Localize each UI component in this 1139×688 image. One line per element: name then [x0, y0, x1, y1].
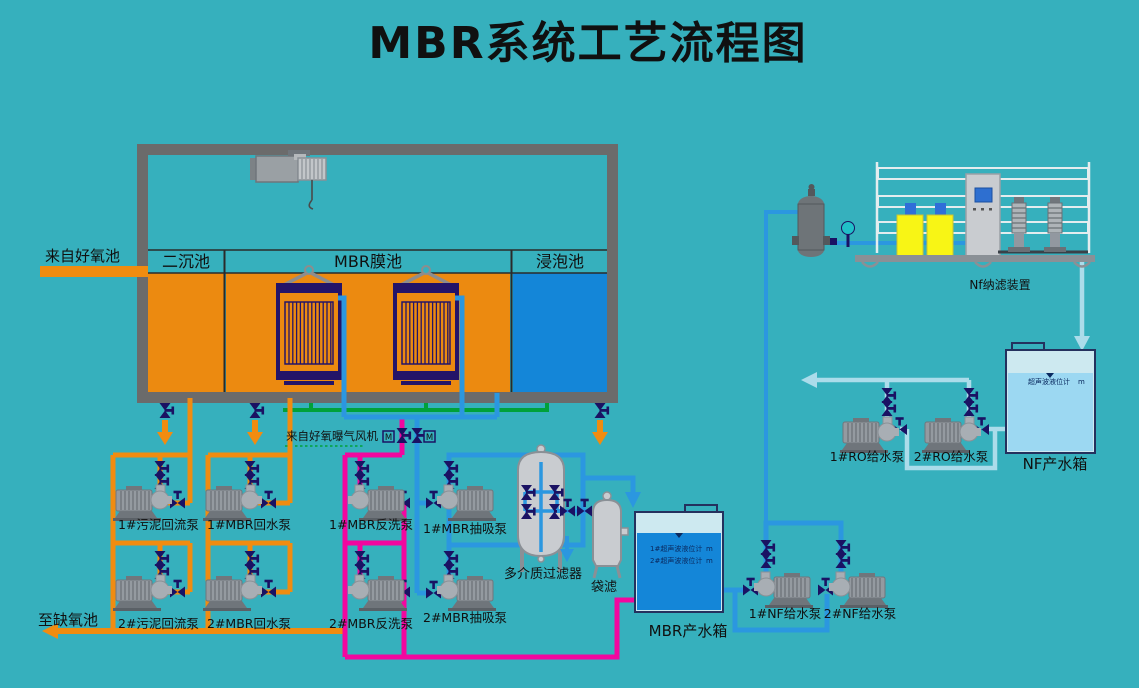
label-to-anoxic: 至缺氧池 [38, 611, 98, 629]
pump-mbr-suction-2[interactable]: 2#MBR抽吸泵 [423, 551, 507, 625]
pump-mbr-return-1[interactable]: 1#MBR回水泵 [202, 461, 291, 532]
bag-filter-vessel: 袋滤 [591, 491, 629, 595]
nf-unit-skid: Nf纳滤装置 [855, 162, 1095, 292]
flow-meter [830, 221, 855, 247]
drain-valve-mbr-tank[interactable] [247, 403, 264, 445]
feed-pipe-from-aerobic [40, 266, 148, 277]
pump-mbr-return-2[interactable]: 2#MBR回水泵 [202, 551, 291, 631]
hp-pump-1 [1008, 197, 1030, 252]
dosing-tank-2 [926, 214, 954, 259]
security-filter-vessel [792, 184, 830, 257]
drain-valve-secondary-tank[interactable] [157, 403, 174, 445]
pump-label: 1#MBR回水泵 [207, 517, 291, 532]
label-secondary-tank: 二沉池 [162, 252, 210, 271]
label-mbr-water-tank: MBR产水箱 [649, 622, 728, 640]
pump-nf-feed-2[interactable]: 2#NF给水泵 [818, 540, 896, 621]
tank-lid-handle [1011, 342, 1045, 351]
level-meter-label: 超声波液位计 [1028, 377, 1070, 386]
level-meter-2-unit: m [706, 557, 713, 565]
motor-valve-label: M [426, 433, 433, 443]
mbr-tank-inlet-arrow [625, 492, 641, 508]
secondary-tank-fill [148, 273, 224, 392]
soak-tank-fill [513, 273, 607, 392]
label-blower: 来自好氧曝气风机 [286, 429, 378, 443]
pump-label: 1#MBR反洗泵 [329, 517, 413, 532]
motor-valve-suction[interactable]: M [411, 428, 436, 443]
hp-pump-2 [1044, 197, 1066, 252]
pump-label: 2#NF给水泵 [824, 606, 896, 621]
ro-feed-arrow [801, 372, 817, 388]
label-bag-filter: 袋滤 [591, 580, 617, 595]
drain-valve-soak-tank[interactable] [592, 403, 609, 445]
pump-mbr-backwash-2[interactable]: 2#MBR反洗泵 [329, 551, 413, 631]
level-meter-2-label: 2#超声波液位计 [650, 556, 702, 565]
membrane-module-2 [393, 264, 459, 387]
pump-label: 1#RO给水泵 [830, 449, 904, 464]
pump-label: 1#NF给水泵 [749, 606, 821, 621]
level-meter-1-label: 1#超声波液位计 [650, 544, 702, 553]
nf-water-tank: 超声波液位计 m NF产水箱 [1005, 342, 1096, 473]
label-mbr-tank: MBR膜池 [334, 252, 402, 271]
pump-nf-feed-1[interactable]: 1#NF给水泵 [743, 540, 821, 621]
level-meter-unit: m [1078, 378, 1085, 386]
pump-sludge-return-2[interactable]: 2#污泥回流泵 [112, 551, 199, 631]
filter-drain-arrow [560, 549, 574, 562]
pump-label: 2#MBR回水泵 [207, 616, 291, 631]
page-title: MBR系统工艺流程图 [368, 18, 807, 69]
multimedia-filter-vessel: 多介质过滤器 [504, 444, 582, 582]
membrane-module-1 [276, 264, 342, 387]
motor-valve-backwash[interactable]: M [382, 428, 412, 443]
mbr-tank-fill [226, 273, 510, 392]
nf-tank-inlet-arrow [1074, 336, 1090, 351]
pump-label: 2#MBR反洗泵 [329, 616, 413, 631]
pump-mbr-suction-1[interactable]: 1#MBR抽吸泵 [423, 461, 507, 536]
label-soak-tank: 浸泡池 [536, 252, 584, 271]
pump-sludge-return-1[interactable]: 1#污泥回流泵 [112, 461, 199, 532]
motor-valve-label: M [385, 433, 392, 443]
dosing-tank-1 [896, 214, 924, 259]
dosing-tank-1-cap [905, 203, 916, 216]
label-nf-water-tank: NF产水箱 [1023, 455, 1088, 473]
label-from-aerobic: 来自好氧池 [45, 247, 120, 265]
skid-base [855, 255, 1095, 262]
control-cabinet [965, 173, 1001, 258]
tank-building: 二沉池 MBR膜池 浸泡池 [137, 144, 618, 403]
pump-ro-feed-2[interactable]: 2#RO给水泵 [914, 388, 989, 464]
pump-label: 2#MBR抽吸泵 [423, 610, 507, 625]
pump-label: 2#污泥回流泵 [118, 616, 199, 631]
pump-label: 1#MBR抽吸泵 [423, 521, 507, 536]
pump-mbr-backwash-1[interactable]: 1#MBR反洗泵 [329, 461, 413, 532]
pump-ro-feed-1[interactable]: 1#RO给水泵 [830, 388, 907, 464]
pump-label: 2#RO给水泵 [914, 449, 988, 464]
dosing-tank-2-cap [935, 203, 946, 216]
label-nf-unit: Nf纳滤装置 [969, 278, 1030, 292]
cabinet-screen [974, 187, 993, 203]
pump-label: 1#污泥回流泵 [118, 517, 199, 532]
mbr-water-tank: 1#超声波液位计 m 2#超声波液位计 m MBR产水箱 [634, 504, 728, 640]
to-anoxic-arrow [42, 623, 58, 639]
hoist-icon [250, 150, 327, 210]
label-multimedia-filter: 多介质过滤器 [504, 566, 582, 582]
level-meter-1-unit: m [706, 545, 713, 553]
tank-lid-handle [684, 504, 718, 513]
